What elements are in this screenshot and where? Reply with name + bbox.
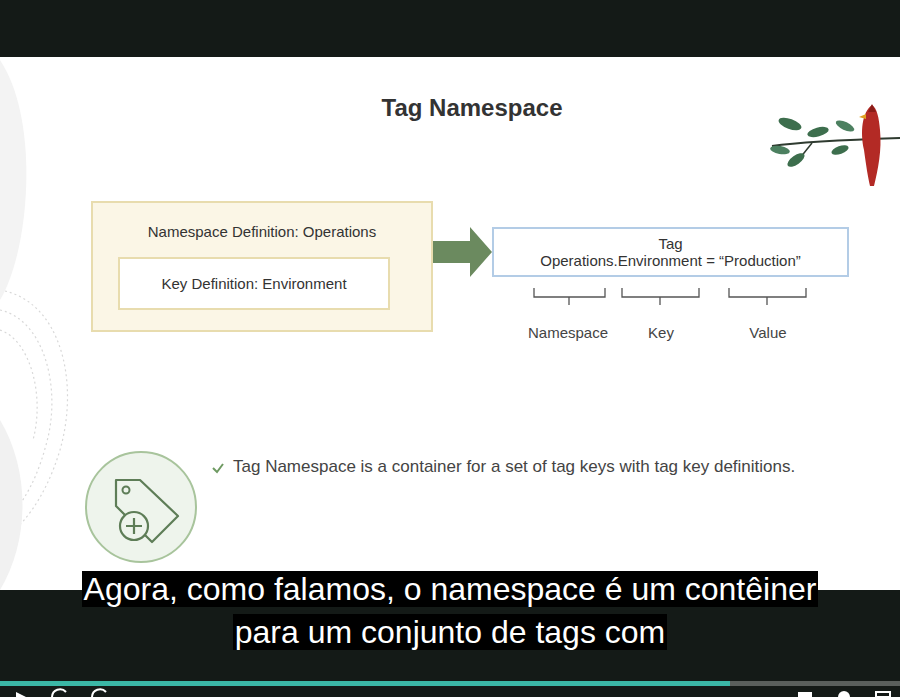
namespace-box: Namespace Definition: OperationsKey Defi… [91, 201, 433, 332]
slide-title: Tag Namespace [222, 94, 722, 122]
node-heading: Tag [658, 235, 682, 252]
part-label: Value [749, 324, 786, 342]
tag-box: TagOperations.Environment = “Production” [492, 227, 849, 277]
bullet-text: Tag Namespace is a container for a set o… [233, 458, 795, 476]
subtitle-caption: Agora, como falamos, o namespace é um co… [82, 571, 819, 650]
brace-brackets [534, 288, 806, 305]
bird-illustration [769, 104, 900, 186]
block-arrow [433, 227, 492, 277]
part-label: Namespace [528, 324, 608, 342]
node-label: Operations.Environment = “Production” [540, 252, 801, 269]
part-label: Key [648, 324, 674, 342]
node-label: Namespace Definition: Operations [93, 223, 431, 240]
check-mark [213, 464, 223, 472]
node-label: Key Definition: Environment [161, 275, 346, 292]
subtitle-band: Agora, como falamos, o namespace é um co… [80, 568, 820, 654]
key-box: Key Definition: Environment [118, 257, 390, 310]
tag-icon [86, 452, 196, 562]
video-player-controls [0, 681, 900, 697]
